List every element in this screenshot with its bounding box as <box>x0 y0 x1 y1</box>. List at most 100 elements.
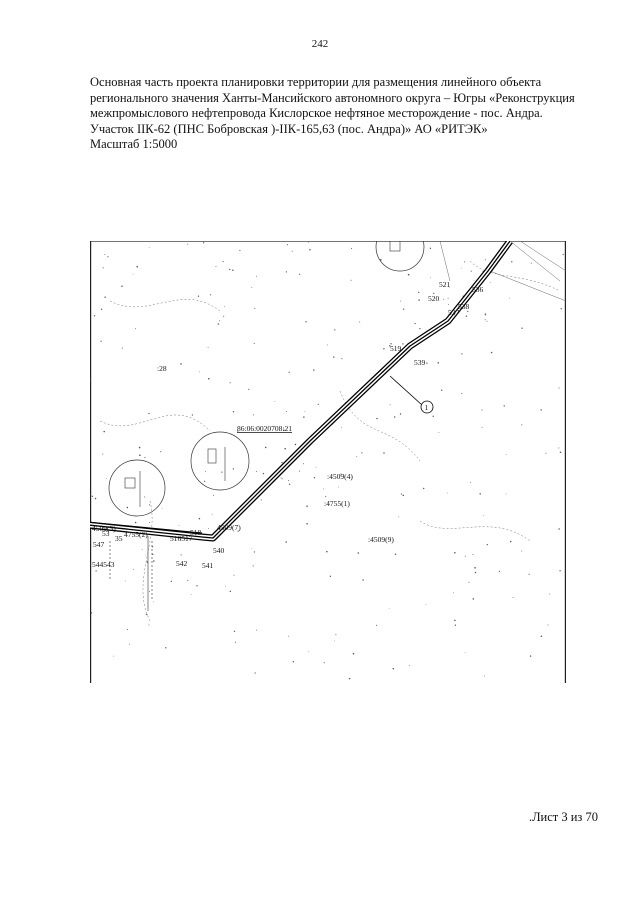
terrain-dot <box>237 430 239 432</box>
terrain-dot <box>484 315 486 316</box>
terrain-dot <box>505 454 507 455</box>
terrain-dot <box>170 580 172 583</box>
terrain-dot <box>292 661 295 663</box>
terrain-dot <box>187 243 189 245</box>
terrain-dot <box>333 356 335 358</box>
terrain-dot <box>148 504 151 506</box>
terrain-dot <box>306 522 308 525</box>
terrain-dot <box>461 353 463 355</box>
terrain-dot <box>534 241 536 242</box>
terrain-dot <box>498 570 501 572</box>
terrain-dot <box>113 655 115 657</box>
terrain-dot <box>264 446 267 449</box>
terrain-dot <box>145 554 147 556</box>
terrain-dot <box>376 624 378 626</box>
cadastral-number: 86:06:0020708:21 <box>237 424 292 433</box>
well-pad-structures <box>124 241 401 507</box>
terrain-dot <box>107 256 109 258</box>
terrain-dot <box>464 652 466 654</box>
terrain-dot <box>253 342 255 344</box>
point-label: 538 <box>458 302 470 311</box>
terrain-dot <box>229 590 232 593</box>
terrain-dot <box>323 662 325 664</box>
terrain-dot <box>414 322 416 325</box>
terrain-dot <box>262 472 265 475</box>
terrain-dot <box>298 470 301 472</box>
terrain-dot <box>305 321 307 323</box>
terrain-dot <box>558 387 560 389</box>
terrain-dot <box>474 567 476 569</box>
terrain-dot <box>430 277 431 279</box>
point-label: 539 <box>414 358 426 367</box>
terrain-dot <box>521 550 523 552</box>
terrain-dot <box>341 358 343 360</box>
terrain-dot <box>335 634 337 636</box>
terrain-dot <box>139 454 141 456</box>
terrain-dot <box>229 268 231 271</box>
terrain-dot <box>153 560 155 562</box>
callout-circle <box>420 400 434 414</box>
terrain-dot <box>433 292 435 295</box>
document-heading: Основная часть проекта планировки террит… <box>90 75 610 153</box>
terrain-dot <box>338 486 340 488</box>
terrain-dot <box>104 296 106 298</box>
terrain-dot <box>472 598 475 600</box>
terrain-dot <box>224 306 226 308</box>
terrain-dot <box>545 452 547 454</box>
terrain-dot <box>237 530 239 532</box>
terrain-dot <box>429 247 432 249</box>
terrain-dot <box>283 429 285 431</box>
terrain-dot <box>307 242 309 243</box>
terrain-dot <box>461 392 463 395</box>
terrain-dot <box>291 250 293 252</box>
terrain-dot <box>233 630 236 632</box>
terrain-dot <box>239 249 241 252</box>
terrain-dot <box>256 629 258 631</box>
terrain-dot <box>229 382 231 384</box>
terrain-dot <box>448 286 450 288</box>
terrain-dot <box>288 483 291 485</box>
terrain-dot <box>288 371 290 373</box>
terrain-dot <box>376 417 378 420</box>
terrain-dot <box>447 297 449 299</box>
terrain-dot <box>356 455 358 457</box>
terrain-dot <box>190 594 192 596</box>
terrain-dot <box>100 308 103 310</box>
terrain-dot <box>126 628 128 631</box>
terrain-dot <box>343 474 344 475</box>
terrain-dot <box>165 647 167 649</box>
terrain-dot <box>187 579 189 581</box>
well-pad-circle <box>108 459 166 517</box>
terrain-dot <box>481 427 483 429</box>
terrain-dot <box>286 244 288 246</box>
well-pad-circle <box>190 431 250 491</box>
terrain-dot <box>211 514 213 516</box>
terrain-dot <box>309 248 311 251</box>
terrain-dot <box>389 404 391 406</box>
terrain-dot <box>326 550 328 553</box>
page-number: 242 <box>311 38 329 50</box>
terrain-dot <box>325 495 327 497</box>
terrain-dot <box>340 473 342 475</box>
terrain-dot <box>419 327 421 330</box>
terrain-dot <box>234 641 236 643</box>
terrain-dot <box>400 300 402 302</box>
terrain-dot <box>460 267 462 269</box>
terrain-dot <box>489 282 491 283</box>
terrain-dot <box>352 652 355 655</box>
terrain-dot <box>141 549 143 550</box>
terrain-dot <box>303 416 305 418</box>
parcel-label: :4509(9) <box>368 535 394 544</box>
terrain-dot <box>126 506 129 509</box>
terrain-dot <box>521 424 523 426</box>
scale-line: Масштаб 1:5000 <box>90 137 178 151</box>
terrain-dot <box>284 447 286 450</box>
point-label: 537 <box>448 308 460 317</box>
terrain-dot <box>313 369 315 371</box>
terrain-dot <box>317 403 319 405</box>
well-pads <box>108 241 425 517</box>
terrain-dot <box>90 612 93 614</box>
terrain-dot <box>362 579 364 581</box>
terrain-dot <box>205 471 206 473</box>
terrain-dot <box>215 266 217 267</box>
